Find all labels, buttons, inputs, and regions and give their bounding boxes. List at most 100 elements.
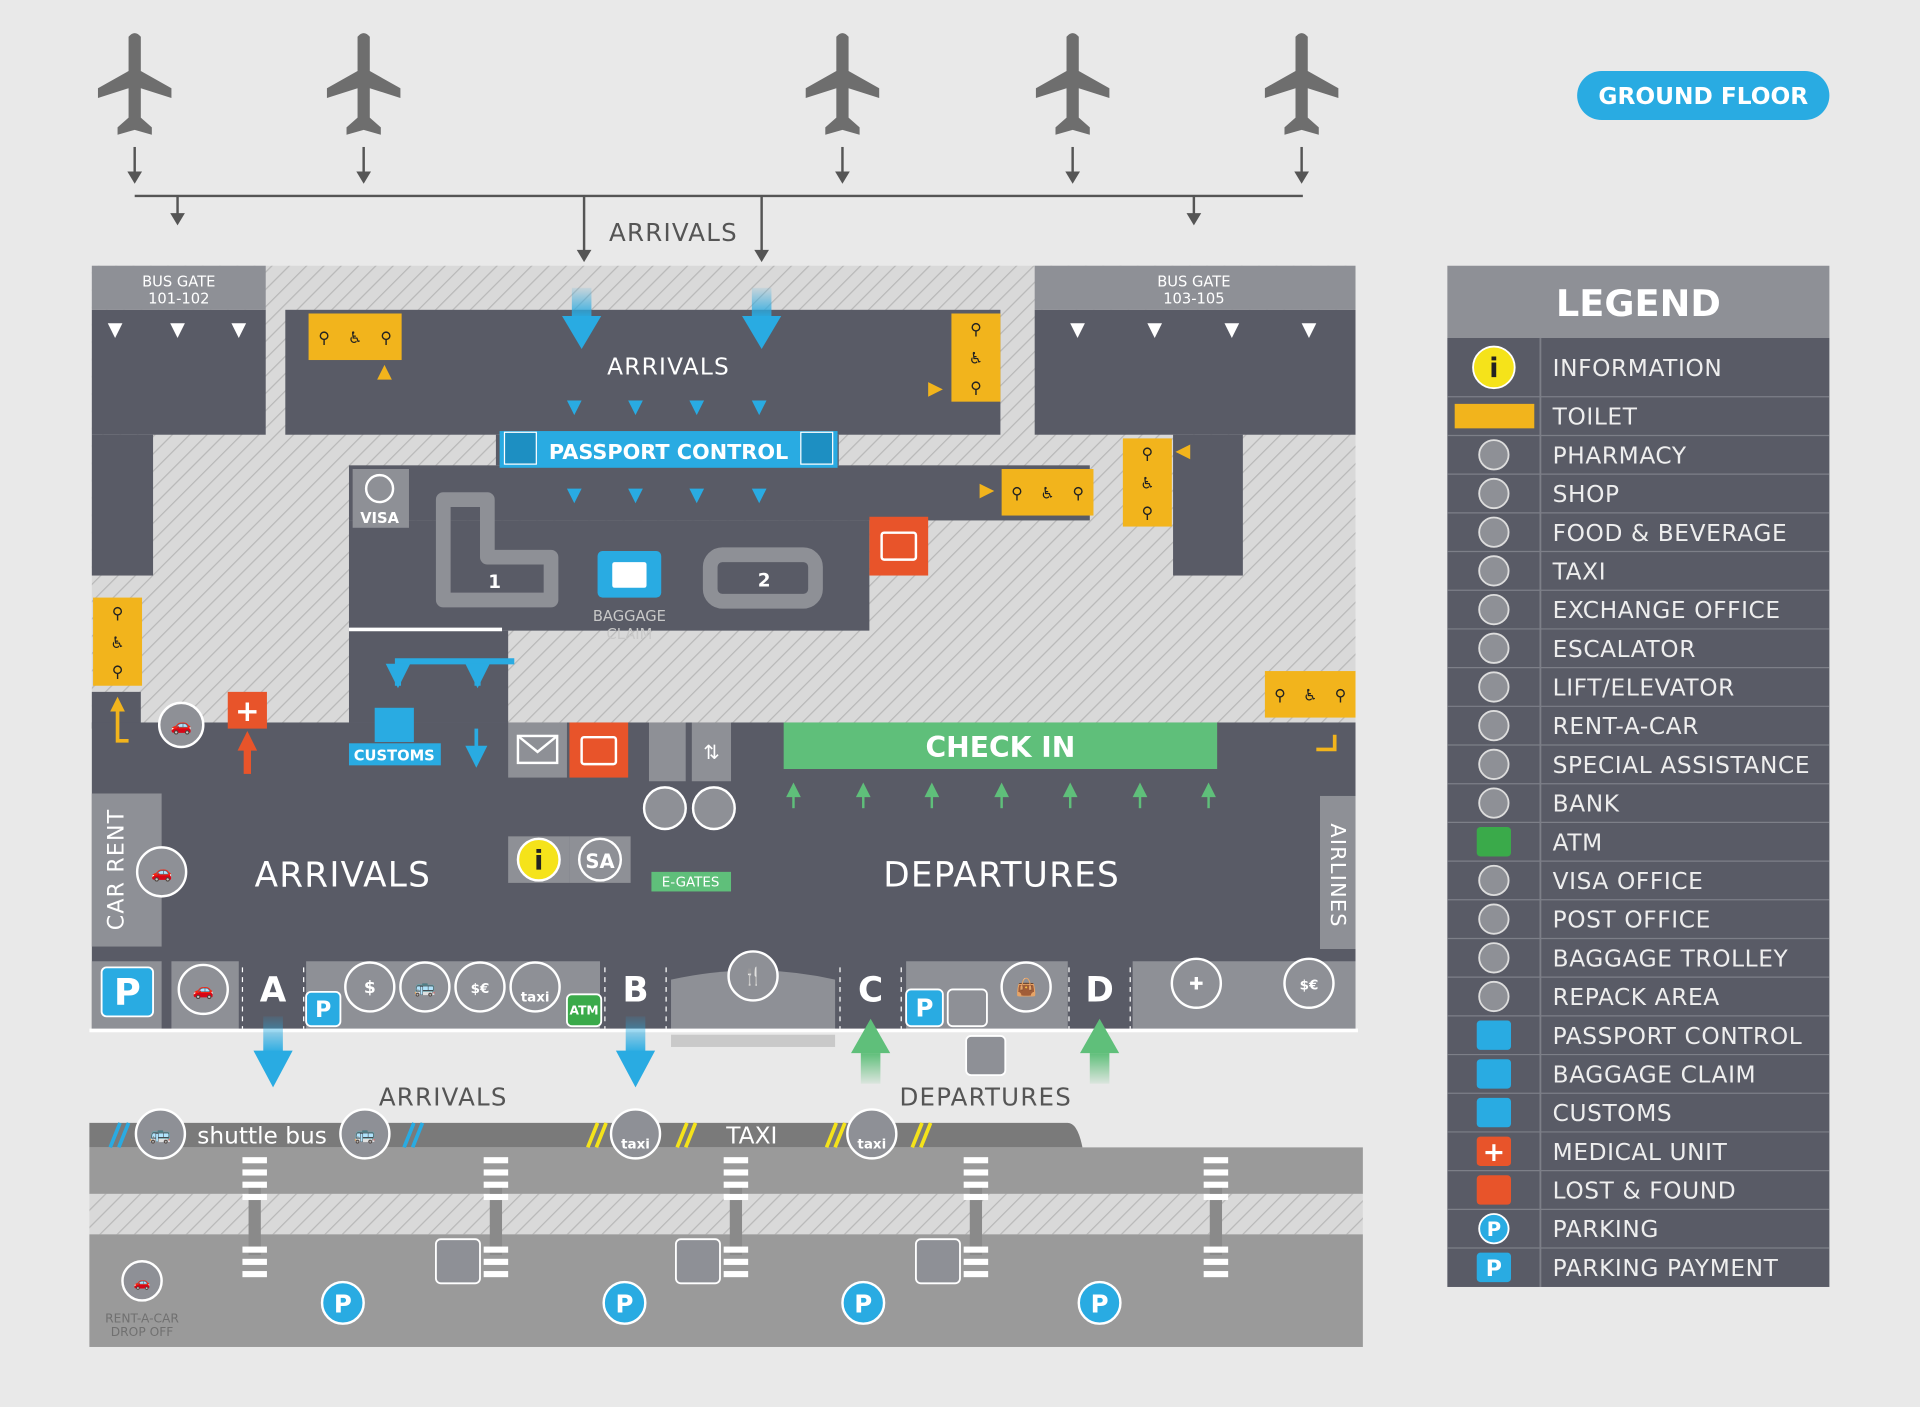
rent-a-car-icon[interactable]: 🚗 [135, 846, 188, 898]
atm-icon[interactable]: ATM [566, 993, 603, 1028]
arrivals-upper-label: ARRIVALS [607, 354, 730, 381]
parking-icon[interactable]: P [1077, 1280, 1122, 1325]
exchange-office-icon[interactable]: $€ [454, 961, 506, 1013]
direction-arrow [994, 782, 1009, 798]
svg-text:⚲: ⚲ [1274, 685, 1286, 704]
airplane-icon [805, 33, 880, 184]
legend-label: PARKING [1553, 1216, 1659, 1243]
visa-office[interactable]: VISA [352, 469, 409, 528]
crosswalk-stripe [242, 1258, 267, 1265]
direction-arrow [628, 488, 643, 504]
direction-arrow [855, 782, 871, 798]
bus-icon[interactable]: 🚌 [399, 961, 451, 1013]
toilet-icon[interactable]: ⚲♿⚲ [1264, 671, 1356, 718]
exit-d[interactable]: D [1068, 967, 1131, 1029]
direction-arrow [566, 400, 582, 416]
medical-unit[interactable]: + [227, 691, 267, 729]
svg-text:♿: ♿ [969, 349, 983, 368]
parking-payment-icon[interactable]: P [100, 966, 154, 1018]
legend-label: BANK [1553, 791, 1620, 818]
baggage-belt-1: 1 [435, 492, 559, 608]
toilet-icon[interactable]: ⚲♿⚲ [308, 313, 402, 361]
svg-text:+: + [1483, 1137, 1506, 1168]
baggage-trolley-icon[interactable] [435, 1238, 481, 1285]
crosswalk-stripe [1203, 1258, 1229, 1265]
baggage-trolley-icon[interactable] [675, 1238, 721, 1285]
lost-and-found[interactable] [569, 722, 629, 778]
parking-icon[interactable]: P [320, 1280, 365, 1325]
toilet-icon[interactable]: ⚲♿⚲ [93, 597, 143, 686]
direction-arrow [689, 488, 705, 504]
rent-a-car-icon[interactable]: 🚗 [157, 701, 205, 749]
check-in-label: CHECK IN [926, 731, 1076, 764]
bus-gate-range: 101-102 [148, 291, 209, 308]
direction-arrow [751, 400, 767, 416]
passport-control[interactable]: PASSPORT CONTROL [499, 431, 838, 468]
rent-a-car-icon[interactable]: 🚗 [177, 963, 229, 1016]
shop-icon[interactable]: 👜 [1000, 961, 1052, 1013]
taxi-icon[interactable]: taxi [846, 1108, 898, 1160]
parking-icon[interactable]: P [305, 990, 342, 1028]
baggage-trolley-icon[interactable] [965, 1035, 1007, 1077]
baggage-claim[interactable]: BAGGAGE CLAIM [593, 551, 666, 643]
check-in-counters[interactable]: CHECK IN [783, 722, 1218, 770]
exit-c[interactable]: C [839, 967, 902, 1029]
bus-gate-103-105[interactable]: BUS GATE 103-105 [1157, 274, 1230, 308]
walkway [248, 1181, 261, 1256]
taxi-icon[interactable]: taxi [609, 1108, 662, 1160]
exit-label: A [260, 971, 287, 1011]
escalator-lift-block[interactable]: ⇅ E-GATES [642, 722, 736, 892]
lane-marking [594, 1122, 608, 1149]
exit-a[interactable]: A [241, 967, 305, 1029]
direction-arrow [385, 663, 411, 689]
svg-text:⚲: ⚲ [1072, 483, 1084, 502]
information-desk[interactable]: i [508, 836, 570, 883]
shuttle-bus-icon[interactable]: 🚌 [339, 1108, 391, 1160]
crosswalk-stripe [723, 1271, 749, 1278]
parking-payment-icon: P [1476, 1252, 1512, 1283]
exchange-office-icon [1478, 593, 1510, 626]
direction-arrow [566, 488, 582, 504]
repack-area-icon[interactable] [946, 988, 988, 1028]
lost-and-found-upper[interactable] [869, 516, 929, 576]
shuttle-bus-icon[interactable]: 🚌 [134, 1108, 187, 1160]
lane-marking [108, 1122, 122, 1149]
lane-marking [117, 1122, 131, 1149]
food-beverage-icon[interactable]: 🍴 [727, 950, 779, 1002]
svg-text:🚗: 🚗 [151, 863, 172, 883]
customs[interactable]: CUSTOMS [348, 707, 441, 766]
rent-a-car-icon [1478, 710, 1510, 742]
parking-icon[interactable]: P [602, 1280, 647, 1325]
top-arrivals-label: ARRIVALS [609, 218, 738, 247]
svg-text:⚲: ⚲ [112, 603, 124, 622]
bus-gate-101-102[interactable]: BUS GATE 101-102 [142, 274, 215, 308]
toilet-icon[interactable]: ⚲♿⚲ [951, 313, 1001, 402]
rent-a-car-icon[interactable]: 🚗 [121, 1260, 163, 1302]
taxi-icon[interactable]: taxi [509, 961, 561, 1013]
legend-label: MEDICAL UNIT [1553, 1139, 1728, 1166]
direction-arrow [237, 731, 258, 751]
crosswalk-stripe [483, 1157, 509, 1164]
direction-arrow [1301, 323, 1317, 338]
toilet-icon[interactable]: ⚲♿⚲ [1001, 469, 1094, 516]
svg-text:🍴: 🍴 [742, 966, 763, 987]
exits: A B C D [241, 967, 1131, 1029]
lost-found-icon [1476, 1175, 1512, 1205]
post-office[interactable] [508, 722, 567, 778]
exit-b[interactable]: B [604, 967, 667, 1029]
parking-icon[interactable]: P [905, 988, 944, 1028]
svg-text:♿: ♿ [1040, 483, 1054, 502]
toilet-icon[interactable]: ⚲♿⚲ [1122, 438, 1172, 527]
parking-icon[interactable]: P [841, 1280, 886, 1325]
legend-item: CUSTOMS [1447, 1092, 1830, 1128]
direction-arrow [924, 782, 940, 798]
exchange-office-icon[interactable]: $€ [1283, 957, 1335, 1010]
bank-icon[interactable]: $ [344, 961, 396, 1013]
svg-text:⚲: ⚲ [380, 328, 392, 347]
special-assistance[interactable]: SA [569, 836, 631, 883]
pharmacy-icon[interactable]: ✚ [1170, 957, 1223, 1010]
exit-label: D [1085, 971, 1113, 1011]
baggage-trolley-icon[interactable] [915, 1238, 961, 1285]
crosswalk-stripe [963, 1157, 989, 1164]
